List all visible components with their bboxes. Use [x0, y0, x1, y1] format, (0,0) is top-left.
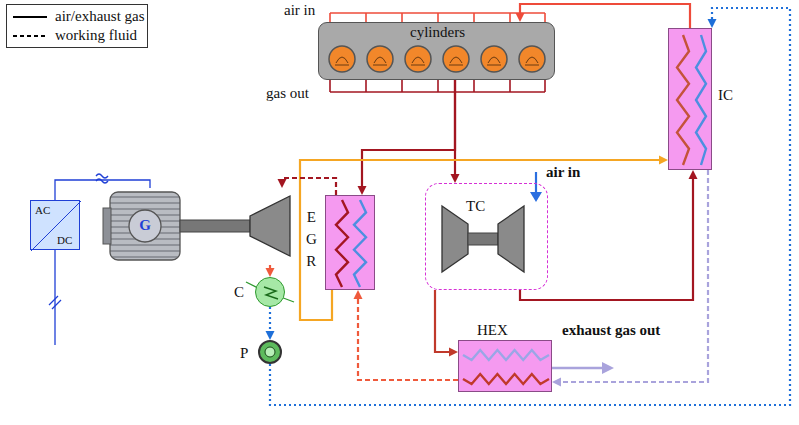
air-inlet-arrow [530, 172, 542, 202]
generator-expander-drawing [100, 188, 292, 265]
flow-connector [520, 170, 698, 300]
dc-label: DC [57, 234, 72, 247]
arrowhead [449, 348, 458, 357]
pump-label: P [240, 345, 248, 362]
pump: P [258, 340, 282, 364]
arrowhead [552, 378, 561, 387]
flow-connector [552, 170, 708, 387]
turbocharger: TC [425, 183, 548, 290]
intercooler: IC [668, 28, 712, 170]
condenser: C [255, 277, 285, 307]
egr-cooler: E G R [325, 195, 375, 290]
flow-connector [278, 178, 337, 195]
flow-connector [266, 307, 275, 340]
exhaust-label: gas out [266, 85, 309, 102]
flow-connector [435, 290, 458, 357]
generator-expander: G [100, 188, 292, 265]
ac-dc-converter: AC DC [30, 200, 80, 250]
heat-exchanger: HEX [458, 340, 552, 392]
exhaust-manifold [330, 80, 545, 92]
exhaust-outlet-arrow [552, 362, 614, 374]
condenser-label: C [234, 284, 244, 301]
legend-row: air/exhaust gas [13, 8, 145, 26]
engine-label: cylinders [410, 24, 465, 41]
egr-cooler-drawing [326, 196, 374, 289]
intercooler-label: IC [718, 87, 733, 104]
arrowhead [266, 331, 275, 340]
flow-connector [266, 265, 275, 277]
legend-row: working fluid [13, 27, 145, 45]
intake-label: air in [284, 2, 315, 19]
engine-block: cylinders [318, 22, 555, 80]
intercooler-drawing [669, 29, 711, 169]
legend-text: air/exhaust gas [55, 8, 145, 25]
arrowhead [354, 290, 363, 299]
arrowhead [451, 174, 460, 183]
legend-sample [13, 31, 47, 41]
arrowhead [708, 19, 717, 28]
arrowhead [358, 186, 367, 195]
arrowhead [266, 268, 275, 277]
generator-label: G [139, 217, 151, 234]
flow-connector [358, 80, 456, 195]
arrowhead [278, 179, 287, 188]
egr-label: E G R [306, 206, 317, 272]
fresh-air-label: air in [546, 164, 580, 181]
turbocharger-drawing [426, 184, 547, 289]
flow-connector [270, 8, 790, 405]
legend-sample [13, 12, 47, 22]
exhaust-out-label: exhaust gas out [562, 322, 662, 339]
legend-text: working fluid [55, 27, 137, 44]
heat-exchanger-drawing [459, 341, 551, 391]
flow-connector [300, 156, 668, 321]
ac-label: AC [35, 204, 50, 217]
condenser-drawing [256, 278, 284, 306]
legend-box: air/exhaust gas working fluid [6, 4, 148, 48]
flow-connector [354, 290, 459, 380]
arrowhead [689, 170, 698, 179]
arrowhead [516, 13, 525, 22]
hex-label: HEX [477, 322, 508, 339]
turbocharger-label: TC [466, 198, 485, 215]
pump-drawing [260, 342, 280, 362]
intake-manifold [330, 13, 545, 22]
arrowhead [659, 156, 668, 165]
